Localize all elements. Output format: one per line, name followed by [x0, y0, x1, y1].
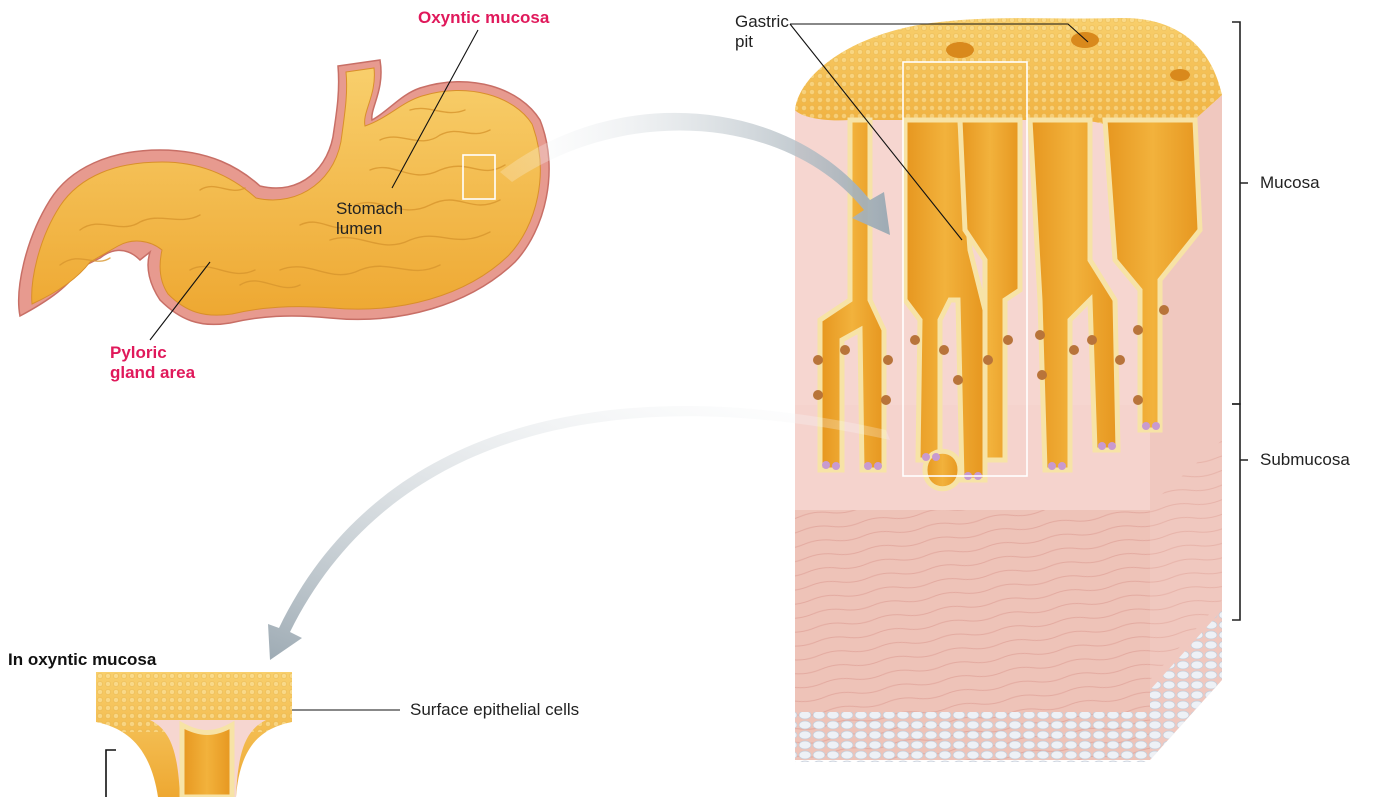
- pit-opening: [946, 42, 974, 58]
- stomach-lumen-line-2: lumen: [336, 219, 403, 239]
- gastric-pit-line-2: pit: [735, 32, 789, 52]
- submucosa-label: Submucosa: [1260, 450, 1350, 470]
- pyloric-line-2: gland area: [110, 363, 195, 383]
- submucosa-bracket: [1232, 404, 1248, 620]
- gastric-pit-label: Gastric pit: [735, 12, 789, 52]
- in-oxyntic-mucosa-heading: In oxyntic mucosa: [8, 650, 156, 670]
- stomach-lumen-line-1: Stomach: [336, 199, 403, 219]
- pyloric-gland-area-label: Pyloric gland area: [110, 343, 195, 383]
- layer-brackets: [1232, 22, 1248, 620]
- oxyntic-mucosa-label: Oxyntic mucosa: [418, 8, 549, 28]
- stomach-illustration: [19, 60, 549, 324]
- pit-opening: [1170, 69, 1190, 81]
- serosa-layer: [795, 712, 1150, 762]
- stomach-lumen-label: Stomach lumen: [336, 199, 403, 239]
- pyloric-line-1: Pyloric: [110, 343, 195, 363]
- mucosa-label: Mucosa: [1260, 173, 1320, 193]
- oxyntic-gland-inset: [96, 672, 292, 797]
- gastric-pit-line-1: Gastric: [735, 12, 789, 32]
- surface-epithelial-cells-label: Surface epithelial cells: [410, 700, 579, 720]
- gastric-wall-block: [795, 18, 1222, 762]
- mucosa-bracket: [1232, 22, 1248, 404]
